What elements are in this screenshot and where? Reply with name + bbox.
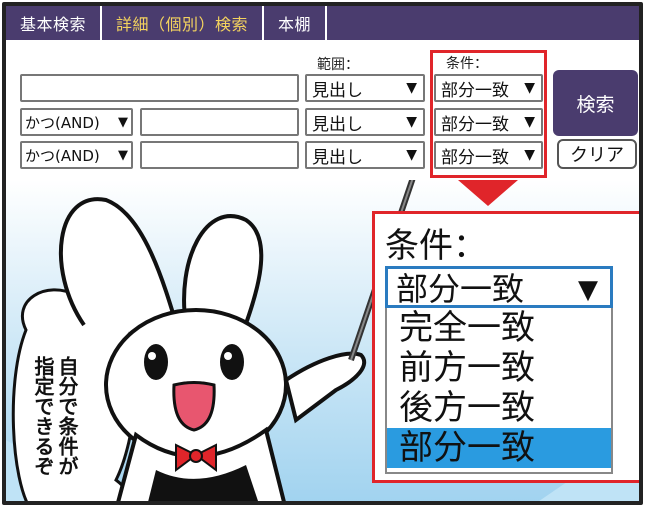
condition-select-1[interactable]: 部分一致 ▼ (434, 74, 543, 102)
search-form: 範囲： 条件： 見出し ▼ 部分一致 ▼ かつ(AND) ▼ 見出し ▼ 部分一… (6, 40, 639, 180)
zoomed-condition-panel: 条件： 部分一致 ▼ 完全一致 前方一致 後方一致 部分一致 (372, 211, 639, 483)
rabbit-left-ear (58, 197, 183, 341)
field-select-1-value: 見出し (312, 80, 363, 101)
connector-select-2-value: かつ(AND) (25, 113, 100, 132)
connector-select-3-value: かつ(AND) (25, 146, 100, 165)
range-label: 範囲： (317, 57, 359, 73)
down-arrow-icon (458, 180, 518, 206)
bowtie-icon (175, 443, 217, 472)
rabbit-left-eye (144, 344, 168, 380)
chevron-down-icon: ▼ (524, 80, 535, 96)
option-prefix-match[interactable]: 前方一致 (399, 348, 535, 388)
rabbit-right-eye (220, 344, 244, 380)
chevron-down-icon: ▼ (406, 80, 417, 96)
field-select-2[interactable]: 見出し ▼ (305, 108, 425, 136)
tab-basic-search[interactable]: 基本検索 (6, 6, 103, 40)
zoom-condition-label: 条件： (385, 226, 487, 266)
field-select-3[interactable]: 見出し ▼ (305, 141, 425, 169)
zoom-condition-select[interactable]: 部分一致 ▼ (385, 266, 613, 308)
condition-highlight-box (430, 50, 547, 178)
condition-select-3-value: 部分一致 (441, 147, 509, 168)
rabbit-mouth (172, 381, 216, 432)
chevron-down-icon: ▼ (406, 147, 417, 163)
tab-bar: 基本検索 詳細（個別）検索 本棚 (6, 6, 639, 40)
condition-select-2-value: 部分一致 (441, 114, 509, 135)
connector-select-2[interactable]: かつ(AND) ▼ (20, 108, 133, 136)
mascot-illustration (6, 180, 639, 501)
chevron-down-icon: ▼ (118, 115, 128, 130)
field-select-2-value: 見出し (312, 114, 363, 135)
search-button[interactable]: 検索 (553, 70, 638, 136)
rabbit-vest (148, 465, 258, 501)
tab-detail-search[interactable]: 詳細（個別）検索 (102, 6, 265, 40)
chevron-down-icon: ▼ (524, 114, 535, 130)
speech-bubble-text: 自分で条件が指定できるぞ (31, 356, 79, 476)
condition-label: 条件： (446, 56, 488, 72)
chevron-down-icon: ▼ (406, 114, 417, 130)
condition-select-3[interactable]: 部分一致 ▼ (434, 141, 543, 169)
chevron-down-icon: ▼ (118, 148, 128, 163)
rabbit-arm (283, 351, 367, 424)
zoom-condition-select-value: 部分一致 (396, 270, 525, 308)
condition-select-1-value: 部分一致 (441, 80, 509, 101)
connector-select-3[interactable]: かつ(AND) ▼ (20, 141, 133, 169)
chevron-down-icon: ▼ (578, 275, 598, 305)
option-suffix-match[interactable]: 後方一致 (399, 388, 535, 428)
option-exact-match[interactable]: 完全一致 (399, 308, 535, 348)
zoom-option-list: 完全一致 前方一致 後方一致 部分一致 (385, 308, 613, 474)
keyword-input-3[interactable] (140, 141, 299, 169)
field-select-3-value: 見出し (312, 147, 363, 168)
keyword-input-2[interactable] (140, 108, 299, 136)
clear-button[interactable]: クリア (557, 139, 637, 169)
option-partial-match[interactable]: 部分一致 (387, 428, 611, 468)
field-select-1[interactable]: 見出し ▼ (305, 74, 425, 102)
tab-bookshelf[interactable]: 本棚 (264, 6, 328, 40)
keyword-input-1[interactable] (20, 74, 299, 102)
condition-select-2[interactable]: 部分一致 ▼ (434, 108, 543, 136)
chevron-down-icon: ▼ (524, 147, 535, 163)
